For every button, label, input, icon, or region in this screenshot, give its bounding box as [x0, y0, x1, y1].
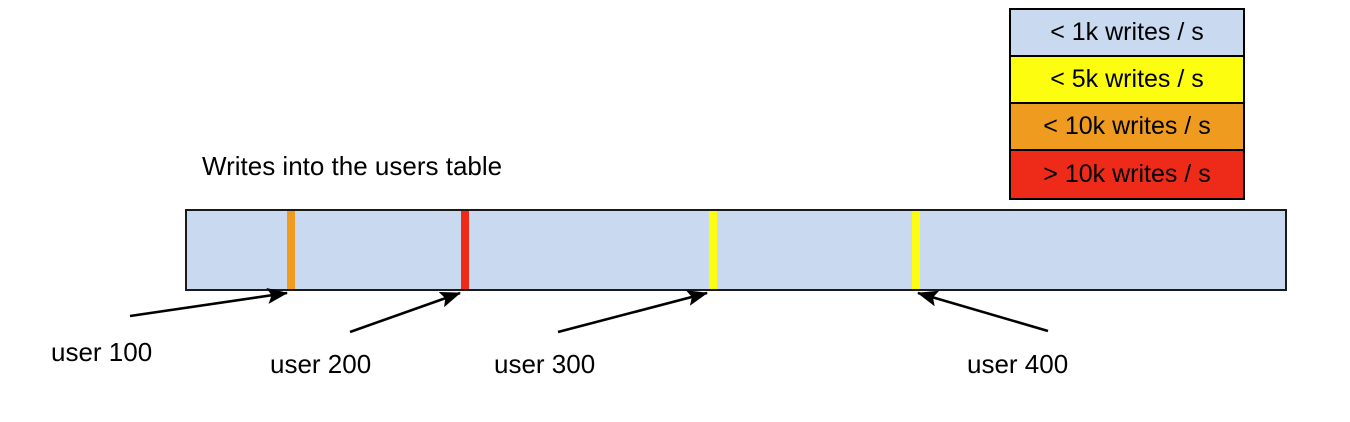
label-user-400: user 400 [967, 349, 1069, 379]
arrow-user-300 [557, 290, 709, 334]
arrow-user-400 [917, 290, 1049, 333]
arrow-user-200 [349, 291, 461, 334]
label-user-100: user 100 [51, 337, 153, 367]
label-user-300: user 300 [494, 349, 596, 379]
boundary-marker-user-400 [912, 211, 920, 289]
arrow-user-100 [129, 287, 289, 318]
legend-row-lt-5k: < 5k writes / s [1011, 57, 1243, 104]
legend: < 1k writes / s < 5k writes / s < 10k wr… [1009, 8, 1245, 200]
legend-row-lt-10k: < 10k writes / s [1011, 104, 1243, 151]
legend-row-lt-1k: < 1k writes / s [1011, 10, 1243, 57]
chart-title: Writes into the users table [202, 151, 503, 181]
legend-label-lt-10k: < 10k writes / s [1043, 112, 1211, 140]
label-user-200: user 200 [270, 349, 372, 379]
legend-label-gt-10k: > 10k writes / s [1043, 160, 1211, 188]
boundary-marker-user-300 [709, 211, 717, 289]
users-table-bar [185, 209, 1287, 291]
boundary-marker-user-100 [287, 211, 295, 289]
legend-label-lt-1k: < 1k writes / s [1050, 18, 1204, 46]
legend-label-lt-5k: < 5k writes / s [1050, 65, 1204, 93]
legend-row-gt-10k: > 10k writes / s [1011, 151, 1243, 198]
boundary-marker-user-200 [461, 211, 469, 289]
